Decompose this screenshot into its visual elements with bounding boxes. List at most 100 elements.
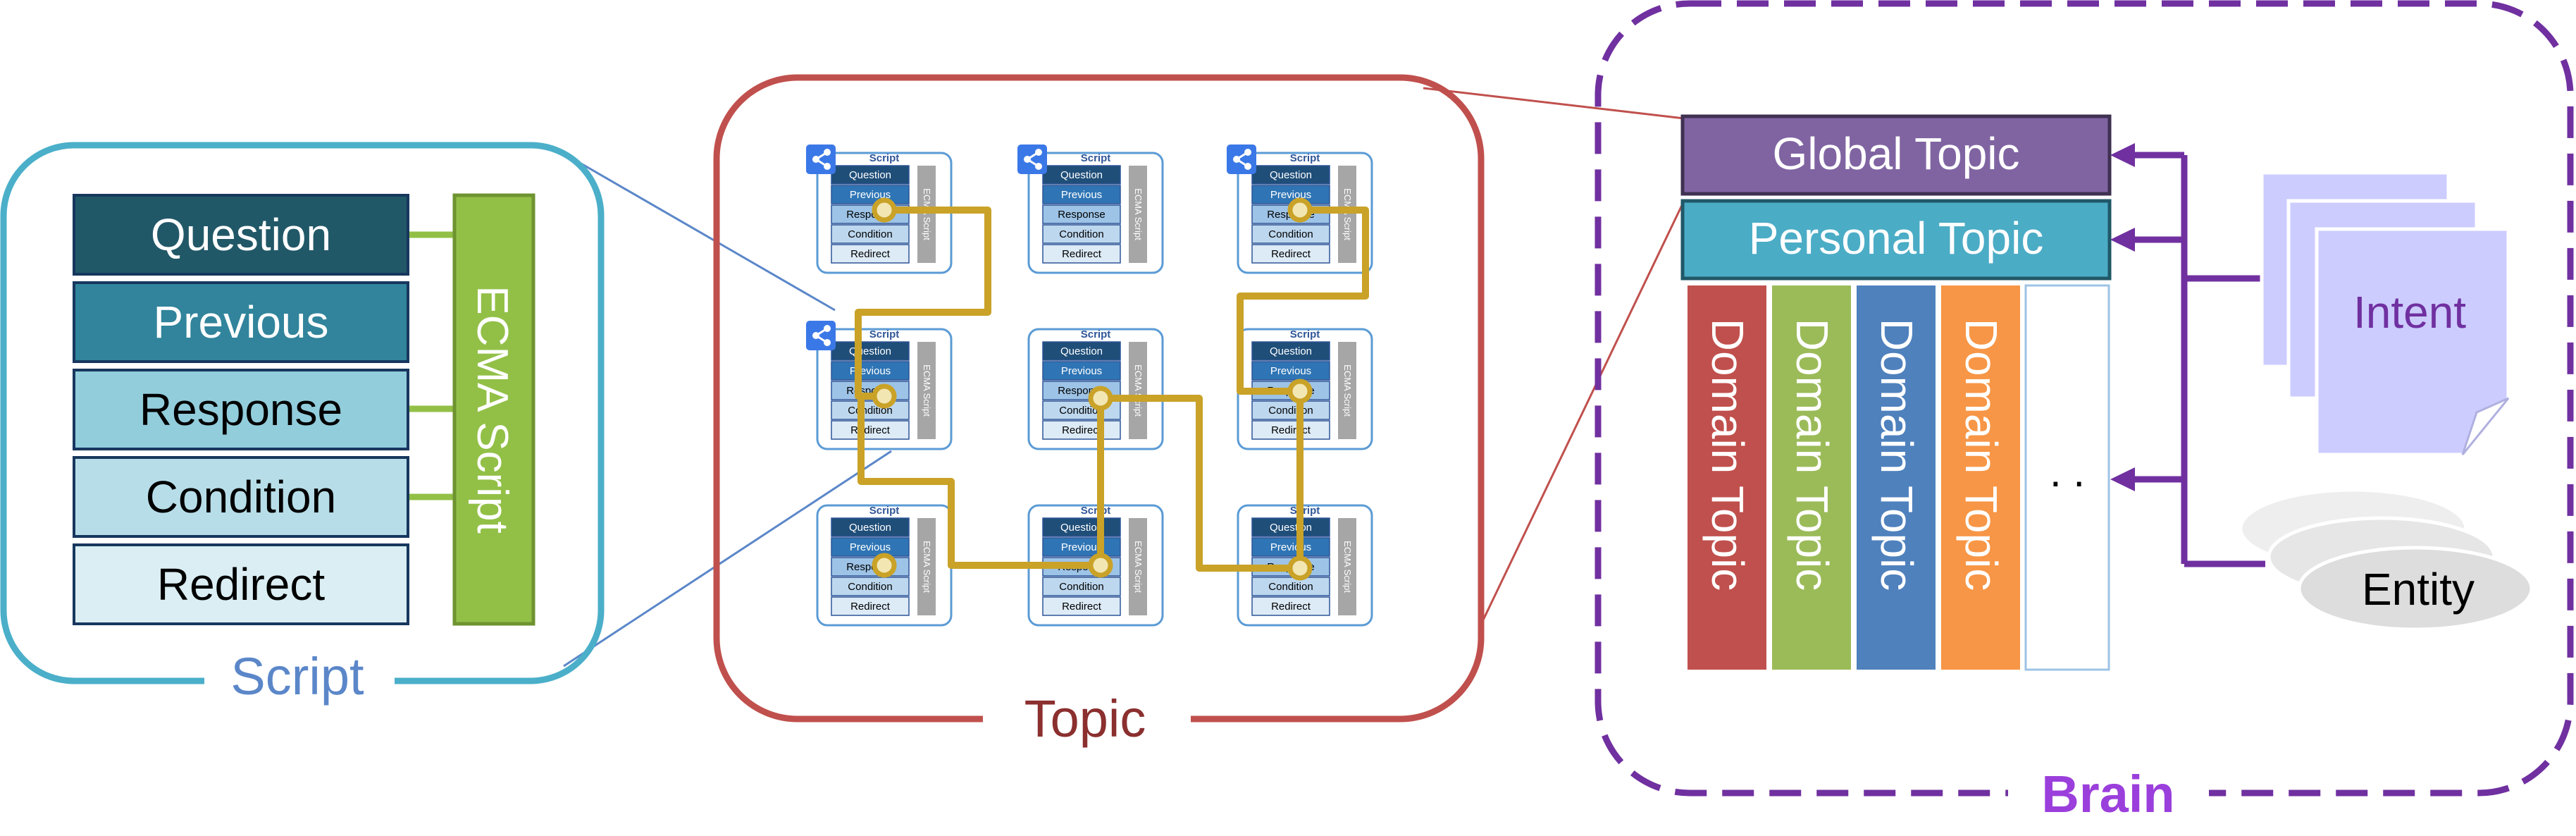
topic-panel-title: Topic — [1024, 689, 1146, 748]
mini-script-row-label: Previous — [1061, 365, 1102, 377]
mini-script-row-label: Condition — [1268, 405, 1313, 417]
mini-script-row — [1042, 517, 1121, 537]
mini-script-row — [1251, 224, 1330, 244]
mini-script-row-label: Previous — [850, 541, 891, 553]
mini-script-row-label: Condition — [1059, 581, 1103, 593]
brain-panel-title: Brain — [2041, 765, 2174, 823]
arrow-heads — [2110, 143, 2135, 491]
mini-ecma-label: ECMA Script — [922, 188, 932, 240]
domain-topic-column-2 — [1772, 285, 1851, 670]
share-icon[interactable] — [1227, 145, 1256, 174]
script-row-question — [73, 194, 409, 276]
mini-script-row-label: Redirect — [1271, 424, 1311, 436]
domain-topic-more-label: . . — [2050, 448, 2085, 496]
domain-topic-label-3: Domain Topic — [1871, 319, 1922, 591]
mini-script-row — [1251, 517, 1330, 537]
script-row-condition-label: Condition — [146, 472, 336, 522]
mini-script-row — [1251, 361, 1330, 381]
mini-script-row — [831, 185, 910, 204]
mini-ecma-bar — [1129, 342, 1147, 439]
mini-script-row-label: Question — [1060, 169, 1103, 181]
domain-topic-label-2: Domain Topic — [1787, 319, 1838, 591]
mini-script-row-label: Condition — [1268, 228, 1313, 240]
mini-script-row — [831, 577, 910, 596]
mini-script-row — [1042, 224, 1121, 244]
mini-script-row — [1251, 577, 1330, 596]
script-row-response-label: Response — [140, 384, 342, 435]
share-icon[interactable] — [806, 321, 836, 350]
mini-script-row — [1251, 400, 1330, 420]
connector-topic-bottom — [1478, 200, 1685, 628]
mini-script-row-label: Previous — [850, 189, 891, 201]
domain-topic-more-column — [2024, 284, 2110, 671]
mini-script-row-label: Question — [1270, 522, 1312, 534]
share-icon[interactable] — [1017, 145, 1047, 174]
mini-ecma-label: ECMA Script — [922, 364, 932, 417]
mini-script-row — [1042, 204, 1121, 224]
mini-script-row-label: Redirect — [850, 248, 891, 260]
mini-ecma-label: ECMA Script — [1342, 541, 1353, 593]
mini-script-row-label: Question — [1060, 522, 1103, 534]
script-row-condition — [73, 456, 409, 538]
mini-script-row — [1042, 400, 1121, 420]
entity-label: Entity — [2362, 564, 2475, 615]
mini-script-row-label: Condition — [1268, 581, 1313, 593]
mini-ecma-bar — [917, 166, 936, 263]
share-icon[interactable] — [806, 145, 836, 174]
entity-stack: Entity — [2238, 488, 2534, 632]
mini-script-header: Script — [1081, 328, 1111, 340]
domain-topic-column-4 — [1941, 285, 2020, 670]
mini-script-header: Script — [1081, 505, 1111, 517]
global-topic-box — [1680, 114, 2112, 196]
mini-script-row — [831, 165, 910, 185]
mini-script-row — [831, 517, 910, 537]
mini-script-header: Script — [1290, 328, 1320, 340]
ecma-script-bar — [452, 193, 535, 626]
mini-script-row-label: Condition — [848, 228, 892, 240]
mini-ecma-bar — [917, 342, 936, 439]
mini-script-row — [1251, 244, 1330, 264]
mini-script-header: Script — [1290, 152, 1320, 164]
mini-script-header: Script — [1081, 152, 1111, 164]
mini-script-row-label: Redirect — [1062, 601, 1102, 613]
mini-script-row-label: Previous — [1270, 365, 1311, 377]
mini-script-row-label: Redirect — [1271, 248, 1311, 260]
ecma-script-label: ECMA Script — [468, 285, 516, 533]
script-row-question-label: Question — [151, 209, 331, 260]
mini-script-row-label: Redirect — [1271, 601, 1311, 613]
mini-script-row — [1042, 361, 1121, 381]
mini-script-row-label: Redirect — [1062, 424, 1102, 436]
mini-script-row — [831, 341, 910, 361]
script-row-redirect-label: Redirect — [157, 559, 326, 610]
script-rows: Question Previous Response Condition Red… — [73, 194, 409, 625]
mini-script-row-label: Redirect — [850, 424, 891, 436]
mini-script-row — [1042, 537, 1121, 557]
mini-script-row — [831, 361, 910, 381]
zoom-connector-lines — [556, 87, 1685, 668]
mini-script-row — [1042, 341, 1121, 361]
personal-topic-label: Personal Topic — [1749, 213, 2044, 264]
domain-topic-label-4: Domain Topic — [1956, 319, 2007, 591]
mini-script-header: Script — [869, 505, 900, 517]
script-flow-path — [855, 207, 1369, 572]
mini-ecma-bar — [1338, 166, 1356, 263]
mini-script-header: Script — [1290, 505, 1320, 517]
mini-script-row — [831, 537, 910, 557]
mini-script-card: ScriptQuestionPreviousResponseConditionR… — [806, 321, 953, 450]
mini-script-row — [831, 420, 910, 440]
domain-topic-column-3 — [1857, 285, 1936, 670]
mini-script-row — [1042, 420, 1121, 440]
intent-label: Intent — [2353, 287, 2466, 338]
script-row-redirect — [73, 543, 409, 625]
domain-topic-label-1: Domain Topic — [1702, 319, 1753, 591]
mini-script-row — [1251, 165, 1330, 185]
mini-script-row — [831, 224, 910, 244]
mini-script-row-label: Previous — [1061, 541, 1102, 553]
script-panel: Script Question Previous Response Condit… — [0, 142, 605, 706]
mini-script-row — [831, 244, 910, 264]
mini-script-row-label: Question — [849, 169, 891, 181]
mini-script-header: Script — [869, 328, 900, 340]
connector-script-bottom — [563, 450, 892, 668]
mini-script-row-label: Redirect — [1062, 248, 1102, 260]
